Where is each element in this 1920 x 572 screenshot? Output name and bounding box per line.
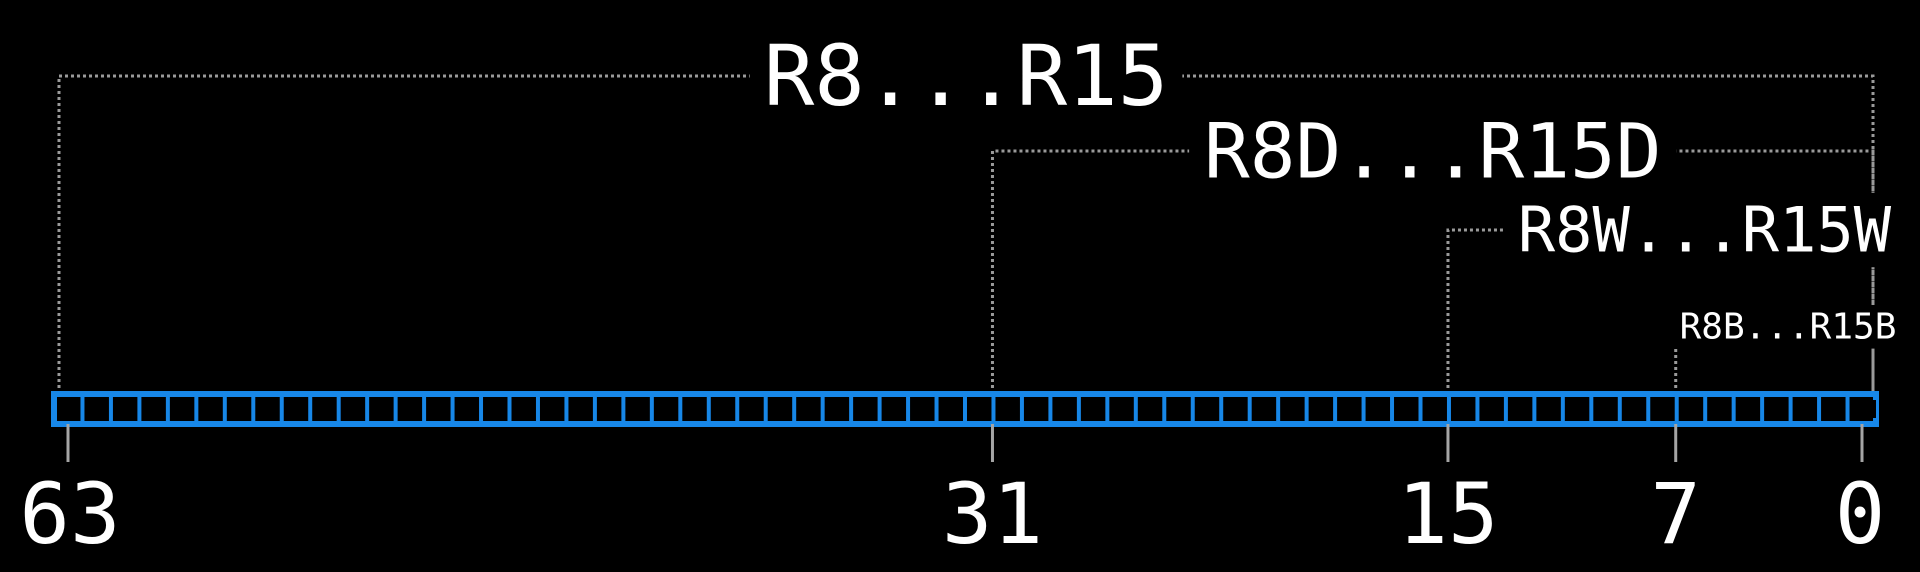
bit-cell-54 [316, 400, 339, 418]
range-label-backdrop [1668, 305, 1908, 349]
bit-cell-20 [1284, 400, 1307, 418]
bit-number-label: 63 [19, 465, 120, 563]
bit-cell-40 [714, 400, 738, 418]
bit-cell-49 [458, 400, 482, 418]
bit-cell-25 [1141, 400, 1165, 418]
bit-cell-58 [202, 400, 225, 418]
bit-cell-17 [1369, 400, 1393, 418]
bit-cell-12 [1511, 400, 1535, 418]
bit-cell-50 [430, 400, 453, 418]
bit-cell-30 [999, 400, 1022, 418]
bit-cell-19 [1312, 400, 1336, 418]
bit-cell-22 [1227, 400, 1250, 418]
bit-cell-59 [173, 400, 197, 418]
bit-cell-55 [287, 400, 311, 418]
range-label-backdrop [1189, 105, 1677, 197]
bit-cell-60 [145, 400, 168, 418]
bit-cell-35 [857, 400, 880, 418]
bit-cell-6 [1682, 400, 1706, 418]
bit-cell-31 [971, 400, 994, 418]
bit-cell-56 [259, 400, 282, 418]
bit-cell-1 [1825, 400, 1848, 418]
bit-cell-18 [1341, 400, 1364, 418]
bit-cell-37 [800, 400, 823, 418]
bit-cell-53 [344, 400, 368, 418]
bit-tick-group [66, 424, 1864, 462]
bit-cell-43 [629, 400, 652, 418]
bit-cell-61 [116, 400, 140, 418]
range-label: R8B...R15B [1680, 307, 1897, 348]
bit-cell-41 [686, 400, 709, 418]
bit-cell-21 [1255, 400, 1279, 418]
bit-cell-0 [1853, 400, 1876, 418]
bit-cell-23 [1198, 400, 1222, 418]
bit-cell-39 [743, 400, 766, 418]
range-label: R8...R15 [764, 27, 1169, 125]
bit-cell-15 [1426, 400, 1449, 418]
bit-cell-48 [487, 400, 510, 418]
bit-cell-9 [1597, 400, 1620, 418]
bit-cell-11 [1540, 400, 1563, 418]
bit-cell-13 [1483, 400, 1506, 418]
bit-number-label: 7 [1650, 465, 1701, 563]
bit-cell-44 [600, 400, 624, 418]
bit-cell-2 [1796, 400, 1820, 418]
bit-cell-38 [771, 400, 795, 418]
bit-cell-5 [1711, 400, 1734, 418]
bit-cell-14 [1454, 400, 1478, 418]
range-label-backdrop [749, 25, 1183, 127]
bit-cell-51 [401, 400, 425, 418]
bit-cell-10 [1568, 400, 1592, 418]
bit-cell-7 [1654, 400, 1677, 418]
bit-cell-8 [1625, 400, 1649, 418]
bit-cell-52 [373, 400, 396, 418]
bit-cell-24 [1170, 400, 1193, 418]
bit-cell-27 [1084, 400, 1108, 418]
bit-number-label: 31 [942, 465, 1043, 563]
bit-cell-57 [230, 400, 254, 418]
bit-cell-47 [515, 400, 538, 418]
bit-number-label: 0 [1835, 465, 1886, 563]
bit-cell-4 [1739, 400, 1763, 418]
register-bar [51, 391, 1879, 427]
bit-cell-63 [60, 400, 83, 418]
range-bracket-1 [990, 149, 1875, 394]
bit-cell-32 [942, 400, 965, 418]
bit-cell-3 [1768, 400, 1791, 418]
bit-cell-36 [828, 400, 852, 418]
bit-cell-42 [657, 400, 681, 418]
bit-cell-62 [88, 400, 111, 418]
bit-cell-26 [1113, 400, 1136, 418]
bit-cell-16 [1398, 400, 1421, 418]
bit-cell-33 [914, 400, 937, 418]
bit-cell-46 [543, 400, 567, 418]
range-label: R8D...R15D [1204, 107, 1662, 196]
bit-number-label: 15 [1397, 465, 1498, 563]
range-label: R8W...R15W [1518, 194, 1892, 267]
bit-cell-28 [1056, 400, 1079, 418]
bit-cell-45 [572, 400, 595, 418]
bit-cell-29 [1027, 400, 1051, 418]
bit-cell-34 [885, 400, 909, 418]
range-label-backdrop [1504, 192, 1905, 268]
